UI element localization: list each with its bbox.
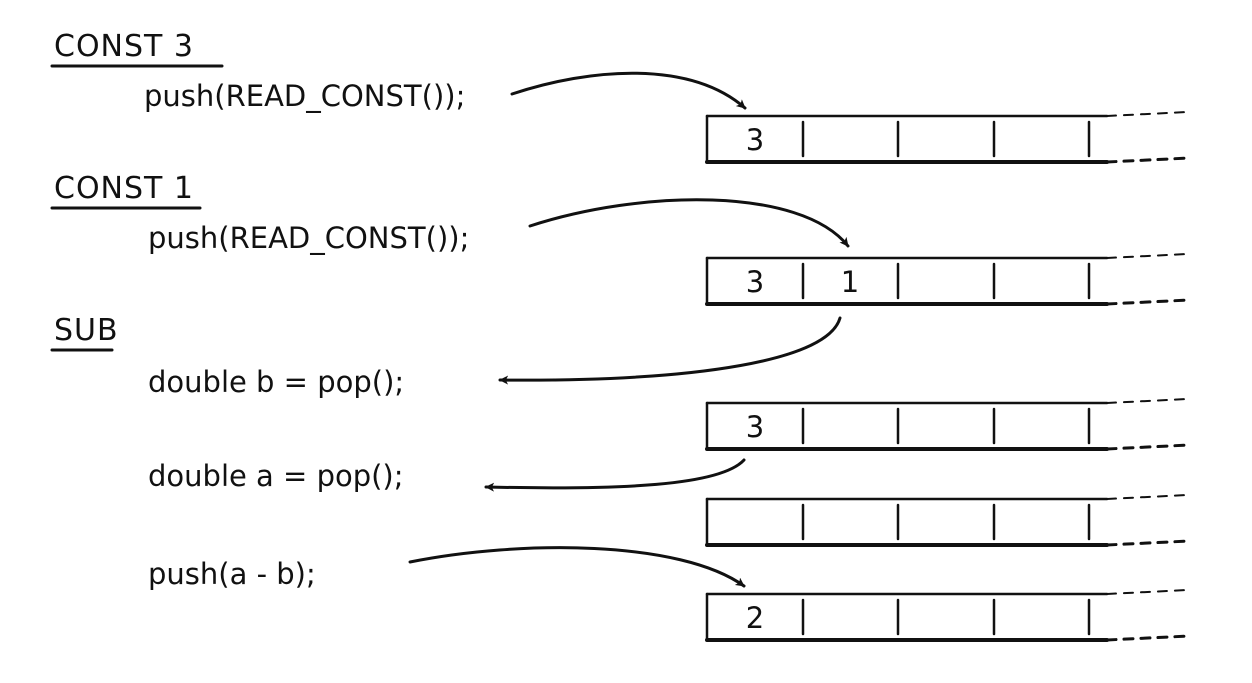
code-line-pop-a: double a = pop(); (148, 459, 404, 493)
push-arrow (528, 198, 850, 248)
stack-continuation-bottom (1105, 634, 1191, 642)
stack-array: 3 1 (705, 253, 1191, 306)
code-line-push-a-minus-b: push(a - b); (148, 557, 316, 591)
step-heading: CONST 3 (54, 29, 194, 64)
stack-array: 3 (705, 111, 1191, 164)
push-arrow (408, 546, 746, 588)
stack-continuation-top (1106, 398, 1188, 404)
stack-continuation-top (1106, 111, 1188, 117)
stack-cell-value: 3 (746, 265, 764, 299)
stack-cell-value: 1 (841, 265, 859, 299)
stack-cell-value: 2 (746, 601, 764, 635)
stack-cell-value: 3 (746, 410, 764, 444)
stack-continuation-bottom (1105, 443, 1191, 451)
stack-continuation-bottom (1105, 539, 1191, 547)
stack-continuation-bottom (1105, 156, 1191, 164)
stack-continuation-top (1106, 494, 1188, 500)
step-const-1: CONST 1 push(READ_CONST()); 3 1 (50, 171, 1191, 306)
push-arrow (510, 71, 747, 110)
stack-continuation-top (1106, 253, 1188, 259)
pop-arrow (484, 458, 746, 492)
code-line-push-read-const: push(READ_CONST()); (148, 221, 469, 255)
code-line-pop-b: double b = pop(); (148, 365, 404, 399)
stack-cell-value: 3 (746, 123, 764, 157)
stack-array (705, 494, 1191, 547)
step-heading: CONST 1 (54, 171, 194, 206)
code-line-push-read-const: push(READ_CONST()); (144, 79, 465, 113)
stack-array: 2 (705, 589, 1191, 642)
stack-array: 3 (705, 398, 1191, 451)
step-sub: SUB double b = pop(); 3 double a = pop()… (50, 313, 1191, 642)
pop-arrow (498, 316, 842, 385)
stack-continuation-bottom (1105, 298, 1191, 306)
step-heading: SUB (54, 313, 119, 348)
stack-continuation-top (1106, 589, 1188, 595)
step-const-3: CONST 3 push(READ_CONST()); 3 (50, 29, 1191, 164)
